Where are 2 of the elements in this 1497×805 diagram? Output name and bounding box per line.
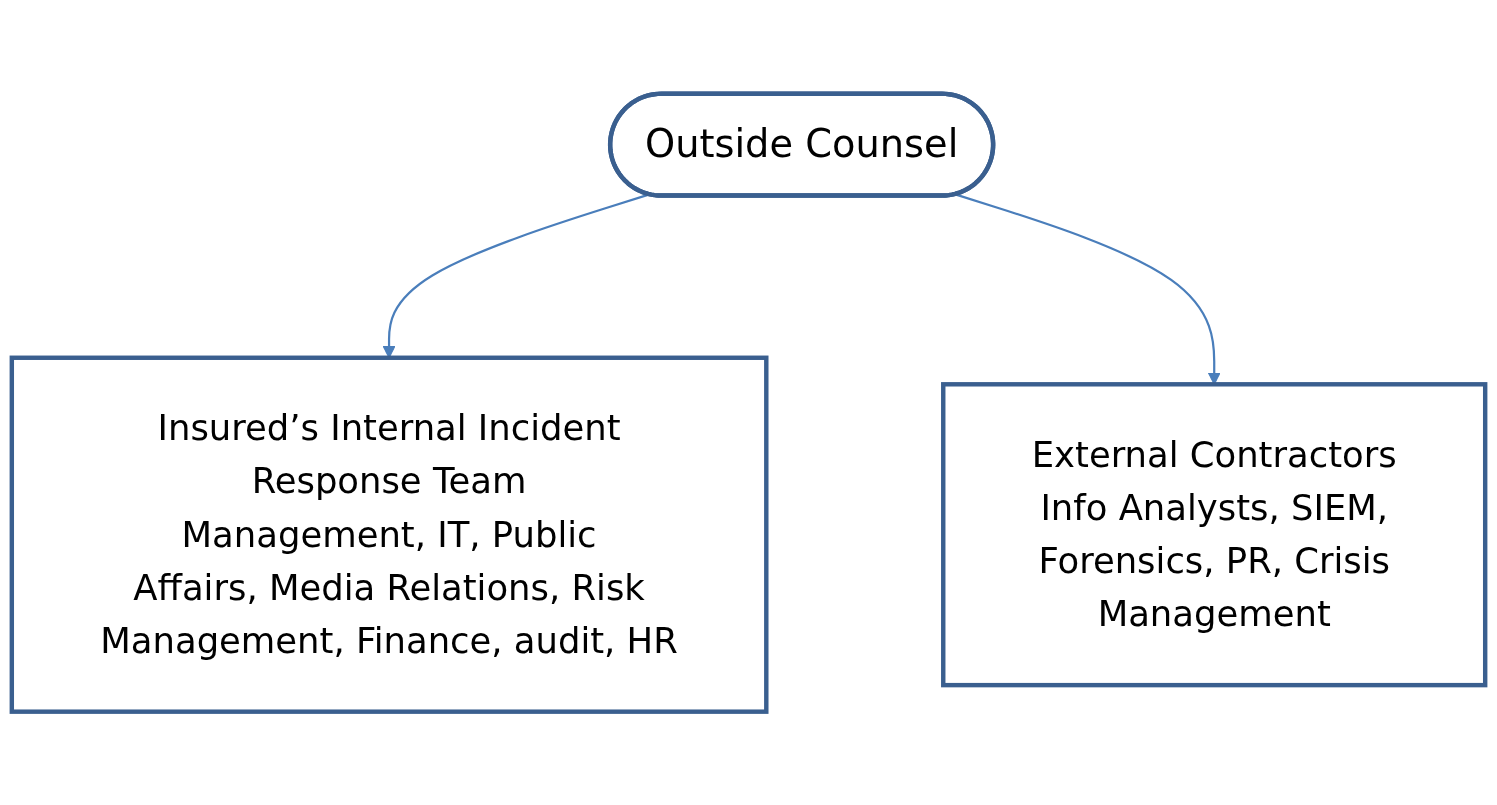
node-box: External Contractors Info Analysts, SIEM, Forensics, PR, Crisis Management — [941, 381, 1488, 688]
node-box: Insured’s Internal Incident Response Team Management, IT, Public Affairs, Media Relations, Risk Management, Finance, audit, HR — [9, 355, 769, 714]
